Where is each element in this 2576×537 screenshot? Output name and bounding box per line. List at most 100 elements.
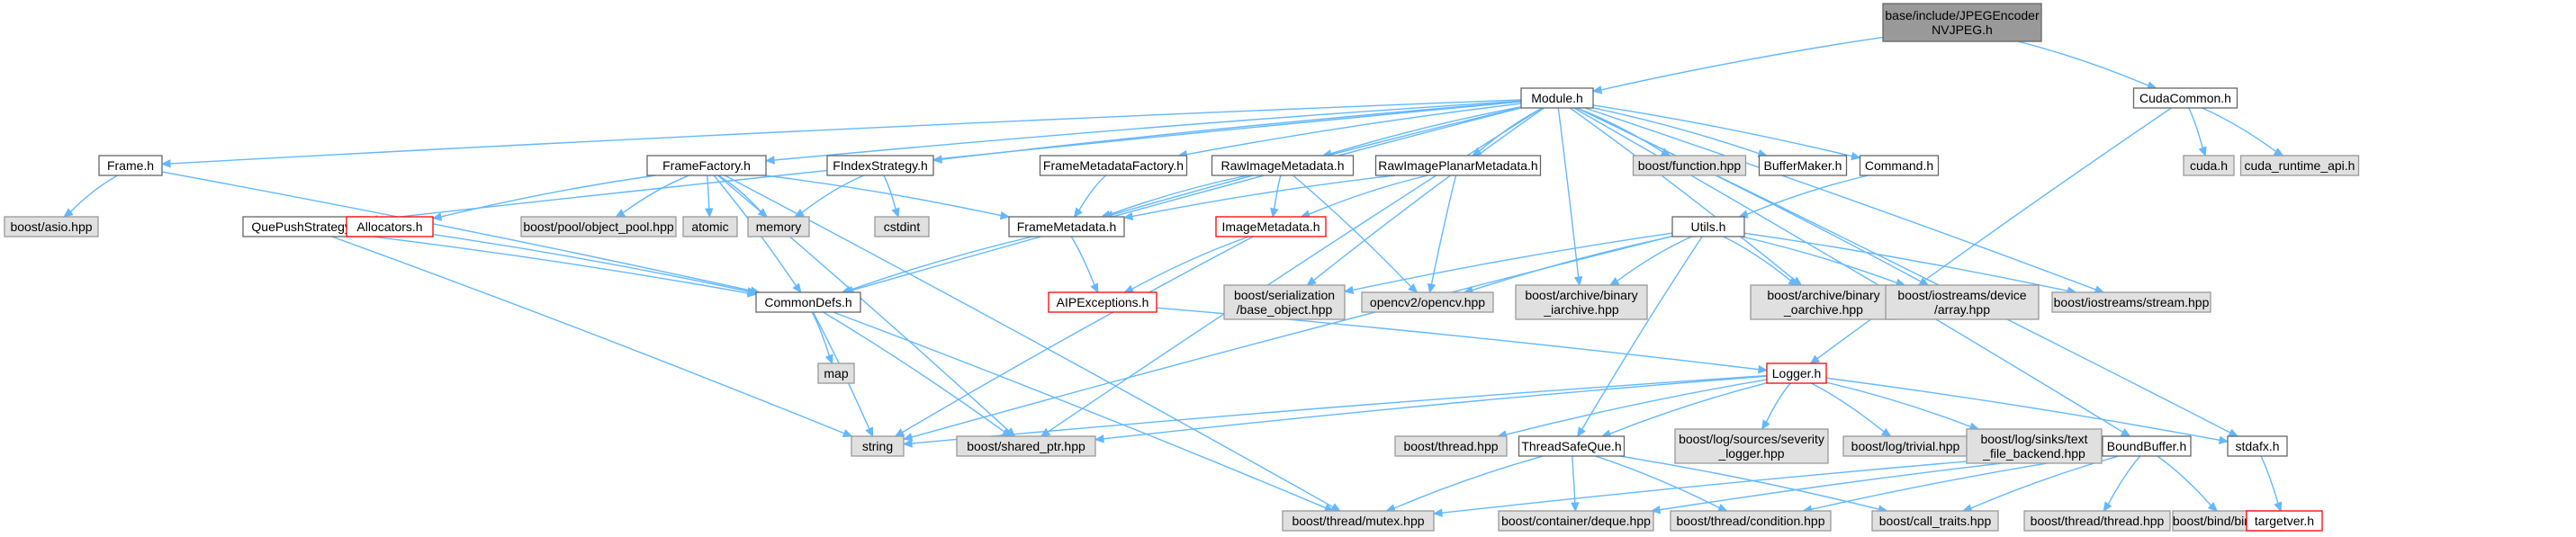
node-label: cuda.h — [2190, 158, 2228, 173]
node-box — [755, 291, 861, 313]
edge-logger-to-trivial — [1811, 382, 1892, 437]
node-command[interactable]: Command.h — [1859, 155, 1940, 176]
node-threadthread: boost/thread/thread.hpp — [2023, 510, 2171, 532]
node-box — [2183, 155, 2235, 176]
node-label: boost/thread/mutex.hpp — [1292, 514, 1424, 528]
edge-module-to-binaryo — [1569, 107, 1803, 286]
node-rawimgmeta[interactable]: RawImageMetadata.h — [1211, 155, 1355, 176]
node-box — [1394, 435, 1508, 457]
node-boostthread: boost/thread.hpp — [1394, 435, 1508, 457]
node-utils[interactable]: Utils.h — [1671, 216, 1745, 237]
node-label: Command.h — [1865, 158, 1933, 173]
node-box — [1632, 155, 1747, 176]
edge-rawimgmeta-to-opencv — [1293, 175, 1419, 293]
node-boostfunction: boost/function.hpp — [1632, 155, 1747, 176]
node-label: boost/call_traits.hpp — [1879, 514, 1992, 528]
node-label: _logger.hpp — [1717, 446, 1784, 461]
node-label: FrameMetadataFactory.h — [1043, 158, 1184, 173]
node-box — [2239, 155, 2360, 176]
node-box — [520, 216, 677, 237]
edge-frame-to-asio — [63, 175, 119, 218]
node-box — [826, 155, 934, 176]
node-asio: boost/asio.hpp — [4, 216, 99, 237]
node-label: Module.h — [1531, 91, 1583, 105]
edge-module-to-command — [1592, 104, 1861, 161]
node-box — [1671, 216, 1745, 237]
node-label: AIPExceptions.h — [1057, 295, 1149, 309]
node-frame[interactable]: Frame.h — [98, 155, 163, 176]
node-cudacommon[interactable]: CudaCommon.h — [2132, 87, 2238, 109]
edge-module-to-serial — [1306, 107, 1545, 286]
node-box — [1885, 284, 2040, 320]
node-calltraits: boost/call_traits.hpp — [1871, 510, 1999, 532]
node-label: boost/iostreams/stream.hpp — [2054, 295, 2210, 309]
node-tsq[interactable]: ThreadSafeQue.h — [1518, 435, 1626, 457]
node-label: ThreadSafeQue.h — [1521, 439, 1621, 453]
node-box — [2227, 435, 2288, 457]
node-box — [98, 155, 163, 176]
edge-findex-to-cstdint — [883, 175, 900, 219]
node-aipexc[interactable]: AIPExceptions.h — [1048, 291, 1157, 313]
node-framemetadata[interactable]: FrameMetadata.h — [1008, 216, 1125, 237]
node-iosdevice: boost/iostreams/device/array.hpp — [1885, 284, 2040, 320]
node-opencv: opencv2/opencv.hpp — [1361, 291, 1494, 313]
edge-imagemetadata-to-string — [894, 236, 1254, 437]
node-box — [1498, 510, 1654, 532]
node-stdafx[interactable]: stdafx.h — [2227, 435, 2288, 457]
edge-logger-to-sharedptr — [1094, 375, 1768, 443]
node-box — [1515, 284, 1648, 320]
node-findex[interactable]: FIndexStrategy.h — [826, 155, 934, 176]
node-label: cstdint — [884, 219, 921, 234]
node-commondefs[interactable]: CommonDefs.h — [755, 291, 861, 313]
node-label: /array.hpp — [1934, 302, 1990, 317]
node-box — [1766, 362, 1827, 384]
node-label: memory — [756, 219, 802, 234]
node-cudah: cuda.h — [2183, 155, 2235, 176]
edge-framefactory-to-objpool — [615, 175, 689, 218]
node-fmdfactory[interactable]: FrameMetadataFactory.h — [1039, 155, 1188, 176]
node-box — [1758, 155, 1848, 176]
node-label: Allocators.h — [356, 219, 422, 234]
edge-utils-to-binaryo — [1723, 236, 1799, 286]
node-label: boost/archive/binary — [1767, 288, 1879, 302]
node-allocators[interactable]: Allocators.h — [346, 216, 434, 237]
node-box — [1859, 155, 1940, 176]
node-label: FrameMetadata.h — [1017, 219, 1117, 234]
node-box — [1674, 428, 1829, 464]
node-label: base/include/JPEGEncoder — [1885, 8, 2040, 22]
node-box — [1882, 3, 2042, 42]
node-quepush[interactable]: QuePushStrategy.h — [242, 216, 370, 237]
node-imagemetadata[interactable]: ImageMetadata.h — [1215, 216, 1327, 237]
edge-tsq-to-deque — [1571, 455, 1580, 513]
edge-module-to-commondefs — [843, 107, 1522, 295]
node-binaryi: boost/archive/binary_iarchive.hpp — [1515, 284, 1648, 320]
node-label: CudaCommon.h — [2139, 91, 2231, 105]
node-rawplanar[interactable]: RawImagePlanarMetadata.h — [1374, 155, 1542, 176]
node-boundbuffer[interactable]: BoundBuffer.h — [2102, 435, 2192, 457]
edge-allocators-to-commondefs — [432, 233, 758, 296]
node-box — [1211, 155, 1355, 176]
node-framefactory[interactable]: FrameFactory.h — [646, 155, 767, 176]
node-label: ImageMetadata.h — [1222, 219, 1320, 234]
node-box — [1670, 510, 1832, 532]
node-targetver[interactable]: targetver.h — [2246, 510, 2323, 532]
edge-framefactory-to-allocators — [431, 175, 656, 221]
node-map: map — [817, 362, 855, 384]
node-label: QuePushStrategy.h — [251, 219, 360, 234]
node-label: Utils.h — [1691, 219, 1726, 234]
node-box — [2051, 291, 2211, 313]
node-box — [1520, 87, 1594, 109]
edge-utils-to-binaryi — [1608, 236, 1692, 286]
edge-module-to-findex — [932, 101, 1522, 164]
node-logger[interactable]: Logger.h — [1766, 362, 1827, 384]
node-label: _file_backend.hpp — [1982, 446, 2085, 461]
node-label: map — [824, 366, 848, 380]
node-cstdint: cstdint — [874, 216, 930, 237]
edge-cudacommon-to-cudart — [2202, 107, 2284, 157]
node-iosstream: boost/iostreams/stream.hpp — [2051, 291, 2211, 313]
node-box — [1518, 435, 1626, 457]
node-module[interactable]: Module.h — [1520, 87, 1594, 109]
node-buffermaker[interactable]: BufferMaker.h — [1758, 155, 1848, 176]
edge-module-to-frame — [160, 99, 1522, 168]
